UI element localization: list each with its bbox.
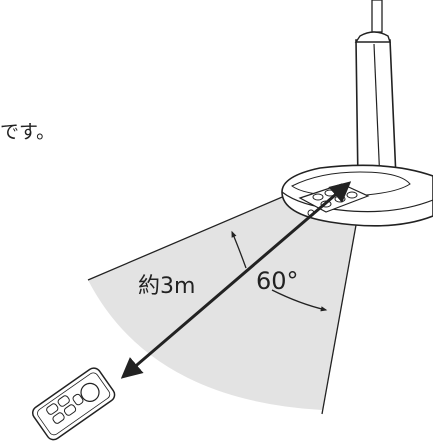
fan-tower-outline — [354, 0, 397, 187]
distance-label: 約3m — [138, 274, 195, 299]
caption-fragment: です。 — [0, 121, 55, 143]
remote-control-outline — [31, 367, 116, 441]
angle-arc-arrow — [231, 230, 247, 269]
double-headed-arrow — [120, 181, 352, 379]
angle-label: 60° — [256, 267, 299, 295]
angle-arc-arrow — [271, 289, 328, 312]
